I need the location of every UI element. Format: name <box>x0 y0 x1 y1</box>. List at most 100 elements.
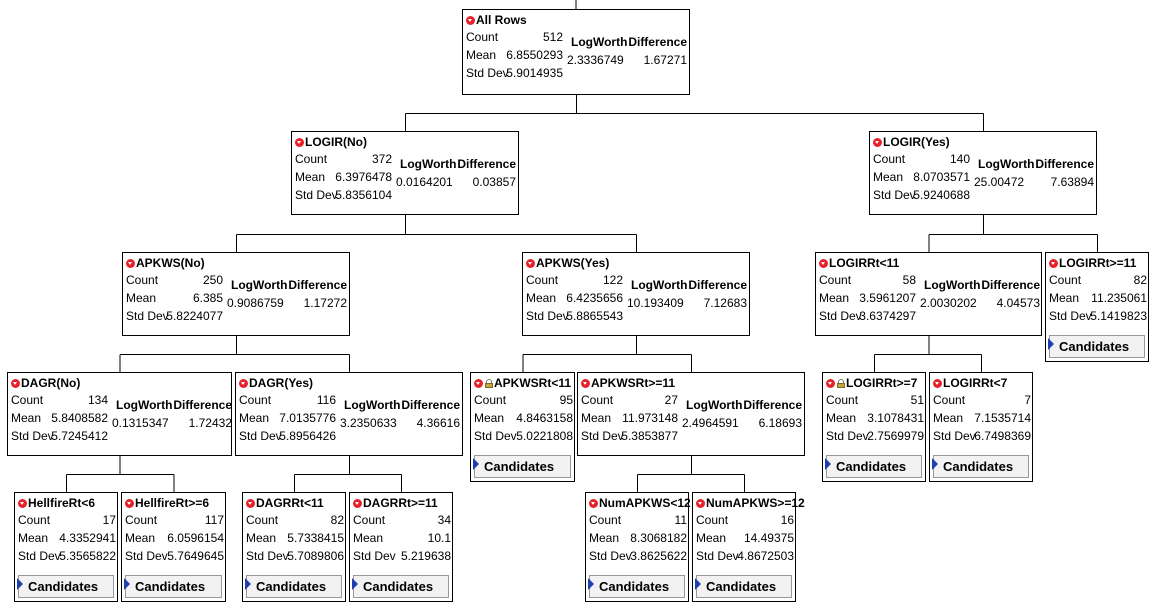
red-triangle-menu-icon[interactable] <box>295 137 304 147</box>
stat-value-mean: 6.385 <box>192 291 223 305</box>
stat-value-count: 16 <box>780 513 794 527</box>
red-triangle-menu-icon[interactable] <box>11 378 20 388</box>
red-triangle-menu-icon[interactable] <box>246 498 255 508</box>
stat-label-mean: Mean <box>11 411 42 425</box>
stat-value-mean: 7.1535714 <box>974 411 1031 425</box>
stat-label-count: Count <box>295 152 328 166</box>
stat-label-std: Std Dev <box>873 188 916 202</box>
stat-value-std: 5.219638 <box>400 549 451 563</box>
node-title-text: All Rows <box>476 13 527 27</box>
node-title-text: LOGIRRt>=7 <box>846 376 918 390</box>
red-triangle-menu-icon[interactable] <box>826 378 835 388</box>
candidates-button[interactable]: Candidates <box>17 575 114 598</box>
difference-header: Difference <box>981 278 1040 292</box>
stat-value-mean: 6.4235656 <box>566 291 623 305</box>
node-title-text: LOGIRRt<11 <box>829 256 900 270</box>
stat-label-mean: Mean <box>581 411 612 425</box>
stat-value-std: 3.6374297 <box>859 309 916 323</box>
node-title-text: DAGRRt>=11 <box>363 496 438 510</box>
stat-value-count: 27 <box>664 393 678 407</box>
stat-value-mean: 4.3352941 <box>59 531 116 545</box>
stat-value-count: 17 <box>102 513 116 527</box>
difference-header: Difference <box>1035 157 1094 171</box>
red-triangle-menu-icon[interactable] <box>819 258 828 268</box>
candidates-label: Candidates <box>363 579 434 594</box>
stat-label-count: Count <box>526 273 559 287</box>
stat-value-mean: 6.8550293 <box>506 48 563 62</box>
logworth-header: LogWorth <box>400 157 457 171</box>
stat-label-mean: Mean <box>474 411 505 425</box>
node-title: APKWSRt<11 <box>474 376 571 390</box>
node-title: LOGIRRt<11 <box>819 256 899 270</box>
red-triangle-menu-icon[interactable] <box>589 498 598 508</box>
difference-value: 0.03857 <box>472 175 516 189</box>
red-triangle-menu-icon[interactable] <box>18 498 27 508</box>
candidates-label: Candidates <box>256 579 327 594</box>
stat-value-count: 250 <box>202 273 223 287</box>
node-title-text: APKWSRt>=11 <box>591 376 676 390</box>
node-title: All Rows <box>466 13 527 27</box>
candidates-button[interactable]: Candidates <box>245 575 342 598</box>
candidates-label: Candidates <box>1059 339 1130 354</box>
candidates-button[interactable]: Candidates <box>473 455 571 478</box>
red-triangle-menu-icon[interactable] <box>239 378 248 388</box>
red-triangle-menu-icon[interactable] <box>873 137 882 147</box>
candidates-button[interactable]: Candidates <box>124 575 222 598</box>
disclosure-triangle-icon <box>352 577 358 590</box>
red-triangle-menu-icon[interactable] <box>466 15 475 25</box>
node-title: LOGIRRt>=7 <box>826 376 917 390</box>
logworth-header: LogWorth <box>924 278 981 292</box>
red-triangle-menu-icon[interactable] <box>474 378 483 388</box>
red-triangle-menu-icon[interactable] <box>581 378 590 388</box>
stat-value-count: 95 <box>559 393 573 407</box>
stat-label-mean: Mean <box>18 531 49 545</box>
difference-value: 7.63894 <box>1050 175 1094 189</box>
node-title: DAGRRt>=11 <box>353 496 438 510</box>
difference-value: 7.12683 <box>703 296 747 310</box>
candidates-button[interactable]: Candidates <box>695 575 792 598</box>
stat-value-mean: 3.1078431 <box>867 411 924 425</box>
red-triangle-menu-icon[interactable] <box>126 258 135 268</box>
stat-label-count: Count <box>126 273 159 287</box>
stat-value-count: 134 <box>87 393 108 407</box>
candidates-button[interactable]: Candidates <box>825 455 922 478</box>
stat-label-count: Count <box>1049 273 1082 287</box>
red-triangle-menu-icon[interactable] <box>526 258 535 268</box>
red-triangle-menu-icon[interactable] <box>125 498 134 508</box>
stat-value-mean: 6.3976478 <box>335 170 392 184</box>
node-title-text: LOGIRRt<7 <box>943 376 1008 390</box>
node-title-text: APKWSRt<11 <box>494 376 572 390</box>
stat-label-mean: Mean <box>526 291 557 305</box>
disclosure-triangle-icon <box>1048 337 1054 350</box>
node-title: HellfireRt<6 <box>18 496 95 510</box>
logworth-value: 0.9086759 <box>227 296 284 310</box>
stat-value-count: 140 <box>949 152 970 166</box>
red-triangle-menu-icon[interactable] <box>933 378 942 388</box>
candidates-button[interactable]: Candidates <box>1048 335 1145 358</box>
stat-label-mean: Mean <box>125 531 156 545</box>
difference-header: Difference <box>173 398 232 412</box>
stat-value-count: 58 <box>902 273 916 287</box>
lock-icon <box>837 379 845 388</box>
logworth-header: LogWorth <box>571 35 628 49</box>
logworth-value: 0.0164201 <box>396 175 453 189</box>
candidates-button[interactable]: Candidates <box>932 455 1029 478</box>
stat-label-std: Std Dev <box>526 309 569 323</box>
red-triangle-menu-icon[interactable] <box>696 498 705 508</box>
stat-value-mean: 8.0703571 <box>913 170 970 184</box>
stat-label-mean: Mean <box>589 531 620 545</box>
node-title-text: APKWS(No) <box>136 256 205 270</box>
logworth-value: 2.4964591 <box>682 416 739 430</box>
red-triangle-menu-icon[interactable] <box>1049 258 1058 268</box>
candidates-button[interactable]: Candidates <box>588 575 685 598</box>
red-triangle-menu-icon[interactable] <box>353 498 362 508</box>
stat-value-std: 5.9240688 <box>913 188 970 202</box>
candidates-button[interactable]: Candidates <box>352 575 449 598</box>
node-title: LOGIRRt>=11 <box>1049 256 1136 270</box>
logworth-header: LogWorth <box>978 157 1035 171</box>
difference-header: Difference <box>288 278 347 292</box>
